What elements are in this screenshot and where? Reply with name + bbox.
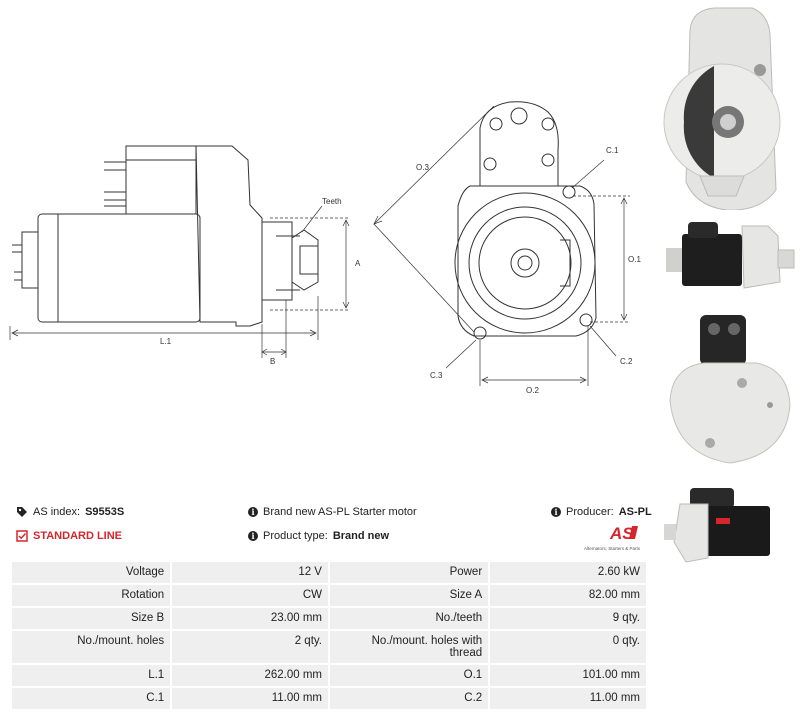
info-icon: i bbox=[248, 531, 258, 541]
product-info: AS index: S9553S STANDARD LINE i Brand n… bbox=[16, 500, 656, 560]
label-o2: O.2 bbox=[526, 386, 539, 395]
front-view bbox=[454, 101, 597, 340]
spec-value: 12 V bbox=[172, 562, 328, 583]
table-row: Voltage 12 V Power 2.60 kW bbox=[12, 562, 646, 583]
spec-label: Size A bbox=[329, 585, 489, 606]
spec-value: CW bbox=[172, 585, 328, 606]
svg-text:AS: AS bbox=[609, 524, 634, 543]
product-photos bbox=[660, 0, 800, 580]
spec-label: Size B bbox=[12, 608, 171, 629]
product-type-value: Brand new bbox=[332, 530, 390, 542]
spec-value: 11.00 mm bbox=[172, 688, 328, 709]
spec-value: 2 qty. bbox=[172, 631, 328, 663]
label-size-a: A bbox=[355, 259, 361, 268]
spec-value: 23.00 mm bbox=[172, 608, 328, 629]
spec-label: C.2 bbox=[329, 688, 489, 709]
producer-value: AS-PL bbox=[618, 506, 652, 518]
photo-side-view[interactable] bbox=[660, 212, 800, 302]
starter-motor-drawing: Teeth A B L.1 O.3 C.1 O.1 C.2 C.3 O.2 bbox=[9, 101, 641, 395]
info-icon: i bbox=[248, 507, 258, 517]
as-index-value: S9553S bbox=[85, 506, 125, 518]
label-l1: L.1 bbox=[160, 337, 172, 346]
description-text: Brand new AS-PL Starter motor bbox=[263, 506, 417, 518]
table-row: Rotation CW Size A 82.00 mm bbox=[12, 585, 646, 606]
tag-icon bbox=[17, 507, 27, 517]
product-description: i Brand new AS-PL Starter motor bbox=[248, 506, 417, 518]
product-type-label: Product type: bbox=[263, 530, 328, 542]
standard-line-label: STANDARD LINE bbox=[33, 530, 123, 542]
check-square-icon bbox=[16, 530, 28, 542]
spec-value: 101.00 mm bbox=[490, 665, 646, 686]
table-row: L.1 262.00 mm O.1 101.00 mm bbox=[12, 665, 646, 686]
housing-face-outline bbox=[457, 185, 597, 337]
spec-label: O.1 bbox=[329, 665, 489, 686]
standard-line: STANDARD LINE bbox=[16, 530, 122, 542]
spec-label: No./mount. holes with thread bbox=[329, 631, 489, 663]
product-type: i Product type: Brand new bbox=[248, 530, 389, 542]
mounting-flange-outline bbox=[479, 101, 559, 186]
photo-top-view[interactable] bbox=[660, 482, 800, 572]
label-c3: C.3 bbox=[430, 371, 443, 380]
spec-label: C.1 bbox=[12, 688, 171, 709]
label-teeth: Teeth bbox=[322, 197, 342, 206]
spec-label: Rotation bbox=[12, 585, 171, 606]
drive-housing-outline bbox=[195, 145, 263, 327]
as-index-label: AS index: bbox=[33, 506, 81, 518]
technical-drawing: Teeth A B L.1 O.3 C.1 O.1 C.2 C.3 O.2 bbox=[9, 101, 641, 395]
table-row: Size B 23.00 mm No./teeth 9 qty. bbox=[12, 608, 646, 629]
as-pl-logo: AS Alternators, Starters & Parts bbox=[584, 524, 641, 551]
label-o3: O.3 bbox=[416, 163, 429, 172]
table-row: No./mount. holes 2 qty. No./mount. holes… bbox=[12, 631, 646, 663]
motor-body-outline bbox=[37, 213, 201, 323]
spec-value: 0 qty. bbox=[490, 631, 646, 663]
photo-front-view[interactable] bbox=[660, 0, 800, 210]
photo-rear-view[interactable] bbox=[660, 305, 800, 480]
spec-value: 9 qty. bbox=[490, 608, 646, 629]
spec-label: Voltage bbox=[12, 562, 171, 583]
specifications-table: Voltage 12 V Power 2.60 kW Rotation CW S… bbox=[10, 560, 648, 711]
spec-value: 2.60 kW bbox=[490, 562, 646, 583]
spec-label: Power bbox=[329, 562, 489, 583]
as-index: AS index: S9553S bbox=[16, 506, 124, 518]
spec-value: 11.00 mm bbox=[490, 688, 646, 709]
producer: i Producer: AS-PL bbox=[551, 506, 652, 518]
spec-value: 262.00 mm bbox=[172, 665, 328, 686]
label-size-b: B bbox=[270, 357, 275, 366]
solenoid-outline bbox=[125, 145, 197, 215]
info-icon: i bbox=[551, 507, 561, 517]
spec-label: No./teeth bbox=[329, 608, 489, 629]
spec-value: 82.00 mm bbox=[490, 585, 646, 606]
table-row: C.1 11.00 mm C.2 11.00 mm bbox=[12, 688, 646, 709]
label-c2: C.2 bbox=[620, 357, 633, 366]
svg-text:Alternators, Starters & Parts: Alternators, Starters & Parts bbox=[584, 546, 641, 551]
spec-label: No./mount. holes bbox=[12, 631, 171, 663]
producer-label: Producer: bbox=[566, 506, 614, 518]
spec-label: L.1 bbox=[12, 665, 171, 686]
label-c1: C.1 bbox=[606, 146, 619, 155]
label-o1: O.1 bbox=[628, 255, 641, 264]
